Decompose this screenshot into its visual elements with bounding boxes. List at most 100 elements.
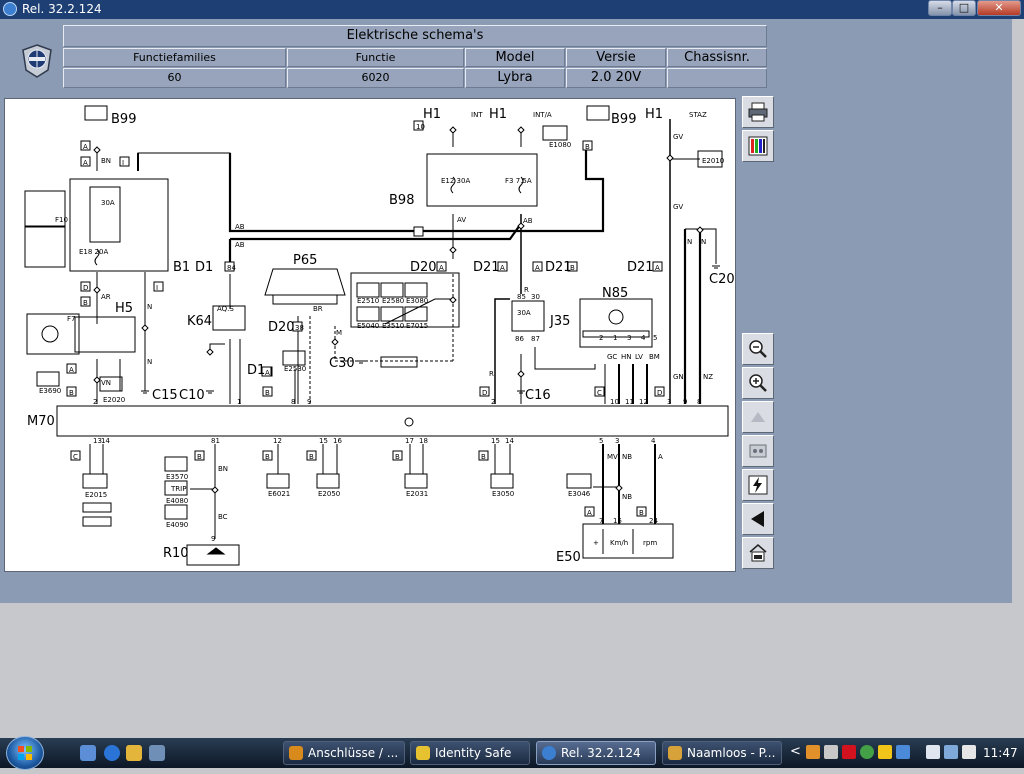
ati-icon[interactable] (842, 745, 856, 759)
lancia-logo-icon (22, 44, 52, 78)
svg-text:B: B (197, 453, 202, 461)
svg-text:E7015: E7015 (406, 322, 428, 330)
back-icon (751, 511, 764, 527)
vehicle-header: Elektrische schema's Functiefamilies Fun… (12, 25, 767, 88)
label-b98: B98 (389, 193, 414, 208)
svg-text:E4080: E4080 (166, 497, 188, 505)
switch-windows-icon[interactable] (149, 745, 165, 761)
zoom-out-icon (749, 340, 767, 358)
clock[interactable]: 11:47 (983, 746, 1018, 760)
norton-icon (416, 746, 430, 760)
header-val-model: Lybra (465, 68, 565, 88)
label-c16: C16 (525, 388, 551, 403)
label-h5: H5 (115, 301, 133, 316)
scroll-up-button[interactable] (742, 401, 774, 433)
tray-app-icon[interactable] (860, 745, 874, 759)
component-icons (36, 105, 723, 555)
svg-text:AB: AB (235, 241, 245, 249)
svg-text:A: A (535, 264, 540, 272)
junction-diamonds (93, 126, 704, 494)
svg-text:A: A (658, 453, 663, 461)
label-r10: R10 (163, 546, 189, 561)
svg-text:E1080: E1080 (549, 141, 571, 149)
close-button[interactable]: ✕ (977, 0, 1021, 16)
svg-text:E3080: E3080 (406, 297, 428, 305)
svg-text:E3050: E3050 (492, 490, 514, 498)
svg-text:rpm: rpm (643, 539, 657, 547)
svg-text:NB: NB (622, 493, 632, 501)
svg-text:3: 3 (667, 398, 671, 406)
header-col-model: Model (465, 48, 565, 67)
wiring-diagram[interactable]: B99 H1 INT H1 INT/A B99 H1 STAZ B98 B1 D… (5, 99, 735, 571)
label-d20: D20 (410, 260, 437, 275)
home-button[interactable] (742, 537, 774, 569)
svg-text:87: 87 (531, 335, 540, 343)
header-val-functiefamilies: 60 (63, 68, 286, 88)
svg-text:8: 8 (697, 398, 701, 406)
svg-text:NZ: NZ (703, 373, 713, 381)
color-legend-button[interactable] (742, 130, 774, 162)
header-col-chassisnr: Chassisnr. (667, 48, 767, 67)
label-b99-right: B99 (611, 112, 636, 127)
wiring-diagram-panel[interactable]: B99 H1 INT H1 INT/A B99 H1 STAZ B98 B1 D… (4, 98, 736, 572)
tray-app-icon[interactable] (926, 745, 940, 759)
svg-text:15: 15 (319, 437, 328, 445)
label-j35: J35 (549, 314, 570, 329)
svg-text:12: 12 (639, 398, 648, 406)
windows-logo-icon (18, 746, 32, 760)
label-staz: STAZ (689, 111, 707, 119)
svg-text:A: A (83, 159, 88, 167)
connector-view-button[interactable] (742, 435, 774, 467)
svg-text:7: 7 (599, 517, 603, 525)
zoom-in-button[interactable] (742, 367, 774, 399)
svg-text:N: N (147, 358, 152, 366)
start-button[interactable] (6, 736, 44, 770)
show-desktop-icon[interactable] (80, 745, 96, 761)
label-c20: C20 (709, 272, 735, 287)
scroll-up-icon (751, 412, 765, 422)
tray-app-icon[interactable] (806, 745, 820, 759)
svg-text:16: 16 (333, 437, 342, 445)
label-h1-int: H1 (423, 107, 441, 122)
header-val-chassisnr (667, 68, 767, 88)
svg-text:N: N (701, 238, 706, 246)
svg-text:D: D (657, 389, 662, 397)
svg-text:E18 20A: E18 20A (79, 248, 108, 256)
tray-app-icon[interactable] (824, 745, 838, 759)
norton-tray-icon[interactable] (878, 745, 892, 759)
svg-text:30A: 30A (517, 309, 531, 317)
back-button[interactable] (742, 503, 774, 535)
svg-text:D: D (482, 389, 487, 397)
minimize-button[interactable]: – (928, 0, 952, 16)
label-k64: K64 (187, 314, 212, 329)
paint-icon (668, 746, 682, 760)
svg-text:E5040: E5040 (357, 322, 379, 330)
internet-explorer-icon[interactable] (104, 745, 120, 761)
svg-text:A: A (500, 264, 505, 272)
label-d21-c: D21 (627, 260, 654, 275)
taskbar-item-identity-safe[interactable]: Identity Safe (410, 741, 530, 765)
label-d21-b: D21 (545, 260, 572, 275)
svg-text:9: 9 (307, 398, 311, 406)
svg-text:GC: GC (607, 353, 617, 361)
taskbar-item-anschlusse[interactable]: Anschlüsse / ... (283, 741, 405, 765)
zoom-out-button[interactable] (742, 333, 774, 365)
volume-muted-icon[interactable] (962, 745, 976, 759)
taskbar-item-rel[interactable]: Rel. 32.2.124 (536, 741, 656, 765)
svg-text:11: 11 (625, 398, 634, 406)
svg-text:AB: AB (523, 217, 533, 225)
label-int: INT (471, 111, 483, 119)
label-h1-staz: H1 (645, 107, 663, 122)
print-button[interactable] (742, 96, 774, 128)
show-hidden-tray-icon[interactable]: < (790, 744, 801, 759)
svg-text:A: A (265, 369, 270, 377)
network-icon[interactable] (944, 745, 958, 759)
maximize-button[interactable]: □ (952, 0, 976, 16)
tray-app-icon[interactable] (896, 745, 910, 759)
label-d21-a: D21 (473, 260, 500, 275)
taskbar-item-paint[interactable]: Naamloos - P... (662, 741, 782, 765)
diagram-labels: B99 H1 INT H1 INT/A B99 H1 STAZ B98 B1 D… (27, 107, 735, 565)
electric-test-button[interactable] (742, 469, 774, 501)
svg-text:AR: AR (101, 293, 111, 301)
outlook-express-icon[interactable] (126, 745, 142, 761)
